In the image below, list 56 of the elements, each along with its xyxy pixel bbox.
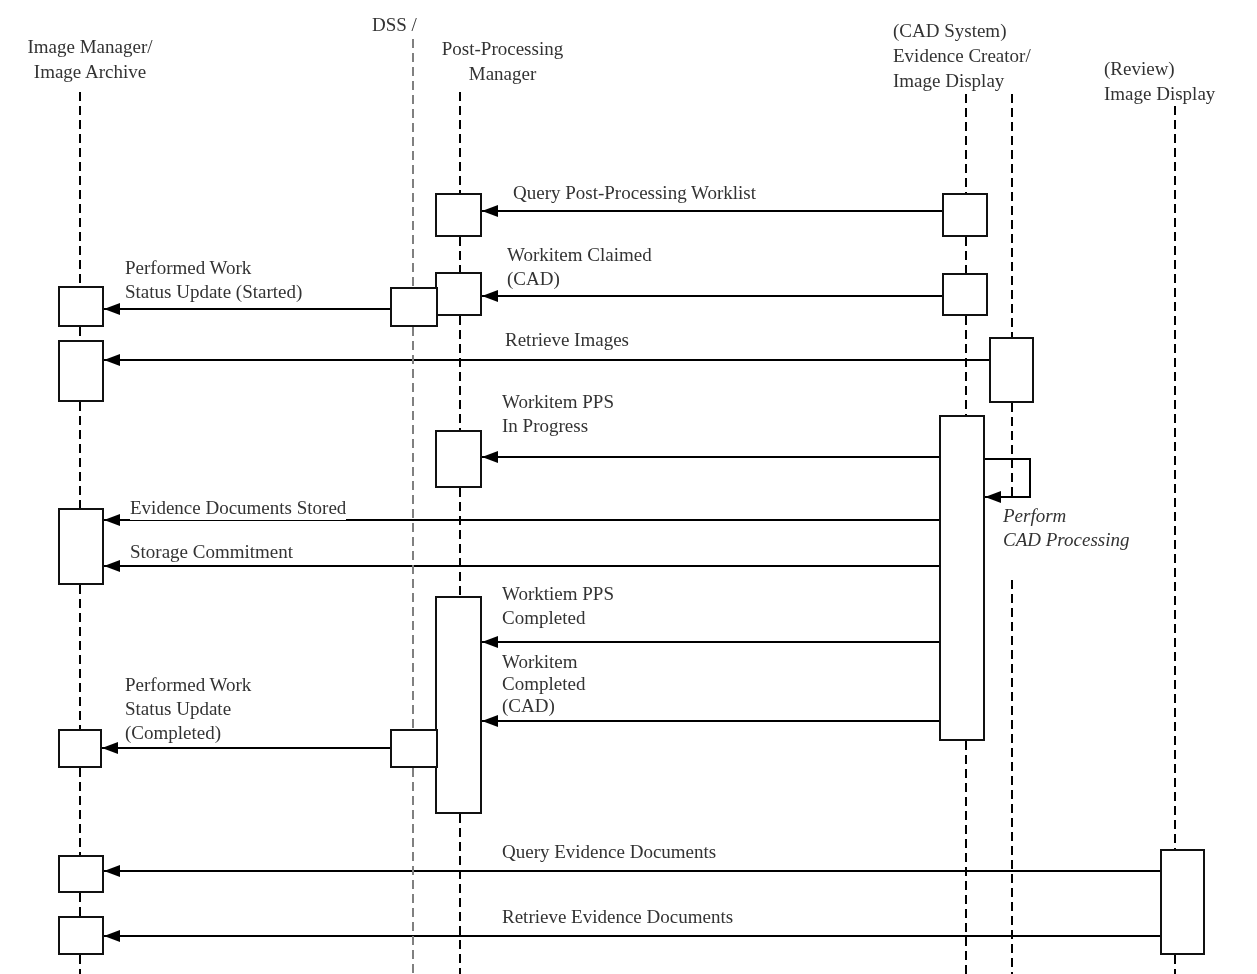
message-arrow — [103, 303, 391, 315]
lifeline — [79, 954, 81, 974]
activation-box — [58, 508, 104, 585]
activation-box — [435, 430, 482, 488]
lifeline — [1011, 93, 1013, 338]
activation-box — [942, 273, 988, 316]
message-arrow — [103, 865, 1161, 877]
lifeline — [459, 315, 461, 431]
lifeline — [412, 326, 414, 730]
activation-box — [435, 193, 482, 237]
participant-label: (CAD System) Evidence Creator/ Image Display — [893, 18, 1063, 94]
activation-box — [942, 193, 988, 237]
activation-box — [58, 729, 102, 768]
activation-box — [58, 286, 104, 327]
message-arrow — [103, 514, 940, 526]
activation-box — [1160, 849, 1205, 955]
message-arrow — [103, 354, 990, 366]
participant-label: (Review) Image Display — [1104, 56, 1257, 106]
message-arrow — [481, 451, 940, 463]
activation-box — [989, 337, 1034, 403]
lifeline — [459, 91, 461, 194]
lifeline — [459, 487, 461, 597]
activation-box — [58, 340, 104, 402]
participant-label: Post-Processing Manager — [415, 36, 590, 92]
lifeline — [459, 813, 461, 974]
lifeline — [965, 740, 967, 974]
lifeline — [459, 236, 461, 273]
participant-label: DSS / — [372, 12, 418, 39]
activation-box — [435, 596, 482, 814]
participant-label: Image Manager/ Image Archive — [0, 34, 180, 92]
lifeline — [79, 767, 81, 856]
activation-box — [435, 272, 482, 316]
activation-box — [58, 855, 104, 893]
message-arrow — [481, 636, 940, 648]
lifeline — [79, 584, 81, 730]
activation-box — [390, 729, 438, 768]
lifeline — [79, 401, 81, 509]
lifeline — [1011, 402, 1013, 974]
lifeline — [1174, 954, 1176, 974]
message-arrow — [481, 290, 943, 302]
lifeline — [79, 892, 81, 917]
activation-box — [58, 916, 104, 955]
message-arrow — [481, 205, 943, 217]
message-arrow — [103, 930, 1161, 942]
lifeline — [412, 38, 414, 288]
lifeline — [965, 236, 967, 274]
message-arrow — [101, 742, 391, 754]
activation-box — [390, 287, 438, 327]
lifeline — [1174, 105, 1176, 850]
self-message-arrow — [984, 458, 1031, 503]
activation-box — [939, 415, 985, 741]
lifeline — [412, 767, 414, 974]
message-arrow — [481, 715, 940, 727]
lifeline — [965, 93, 967, 194]
message-arrow — [103, 560, 940, 572]
lifeline — [965, 315, 967, 416]
